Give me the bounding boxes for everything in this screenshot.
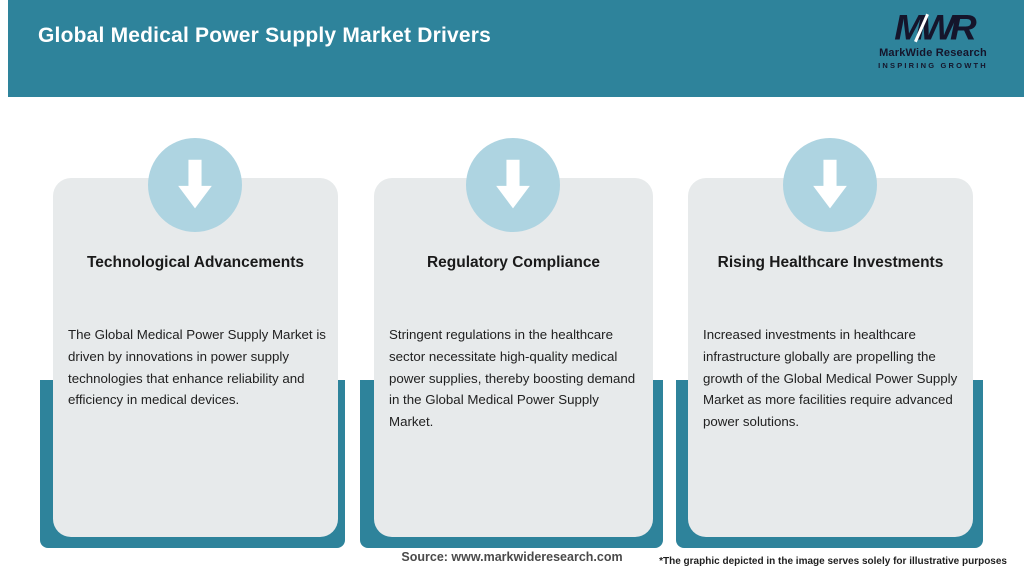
header-banner: Global Medical Power Supply Market Drive… (8, 0, 1024, 97)
source-text: Source: www.markwideresearch.com (401, 550, 623, 564)
driver-card-rising-healthcare-investments: Rising Healthcare Investments Increased … (688, 178, 973, 537)
card-title: Regulatory Compliance (426, 254, 601, 271)
driver-card-technological-advancements: Technological Advancements The Global Me… (53, 178, 338, 537)
arrow-circle (783, 138, 877, 232)
card-body: Increased investments in healthcare infr… (703, 327, 958, 430)
logo-monogram: MWR (894, 8, 976, 47)
arrow-circle (148, 138, 242, 232)
disclaimer-text: *The graphic depicted in the image serve… (659, 556, 1007, 567)
down-arrow-icon (496, 159, 530, 209)
down-arrow-icon (178, 159, 212, 209)
down-arrow-icon (813, 159, 847, 209)
card-body: Stringent regulations in the healthcare … (389, 327, 636, 430)
card-body: The Global Medical Power Supply Market i… (68, 327, 326, 408)
markwide-research-logo: MWR MarkWide Research INSPIRING GROWTH (868, 9, 998, 70)
card-title: Technological Advancements (86, 254, 305, 271)
logo-monogram-wrap: MWR (894, 8, 976, 47)
arrow-circle (466, 138, 560, 232)
driver-card-regulatory-compliance: Regulatory Compliance Stringent regulati… (374, 178, 653, 537)
logo-name: MarkWide Research (879, 47, 987, 59)
card-title: Rising Healthcare Investments (717, 254, 944, 271)
logo-tagline: INSPIRING GROWTH (878, 61, 988, 70)
page-title: Global Medical Power Supply Market Drive… (38, 24, 492, 47)
